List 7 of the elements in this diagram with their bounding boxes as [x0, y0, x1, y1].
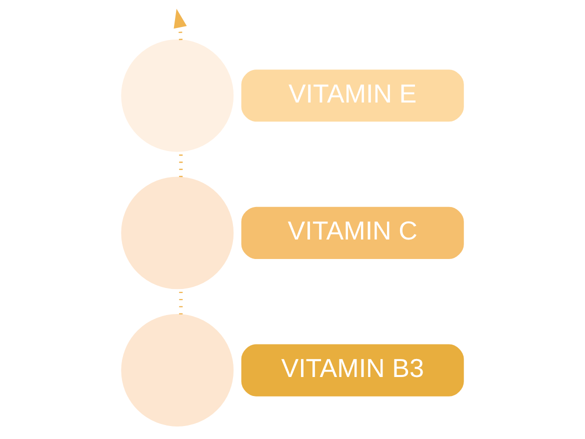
- node-circle: [121, 39, 234, 152]
- node-box: VITAMIN E: [241, 70, 464, 122]
- node-circle: [121, 314, 234, 426]
- node-circle: [121, 176, 234, 290]
- arrow: [174, 8, 187, 40]
- node-box: VITAMIN C: [241, 206, 464, 259]
- node-box: VITAMIN B3: [241, 344, 464, 396]
